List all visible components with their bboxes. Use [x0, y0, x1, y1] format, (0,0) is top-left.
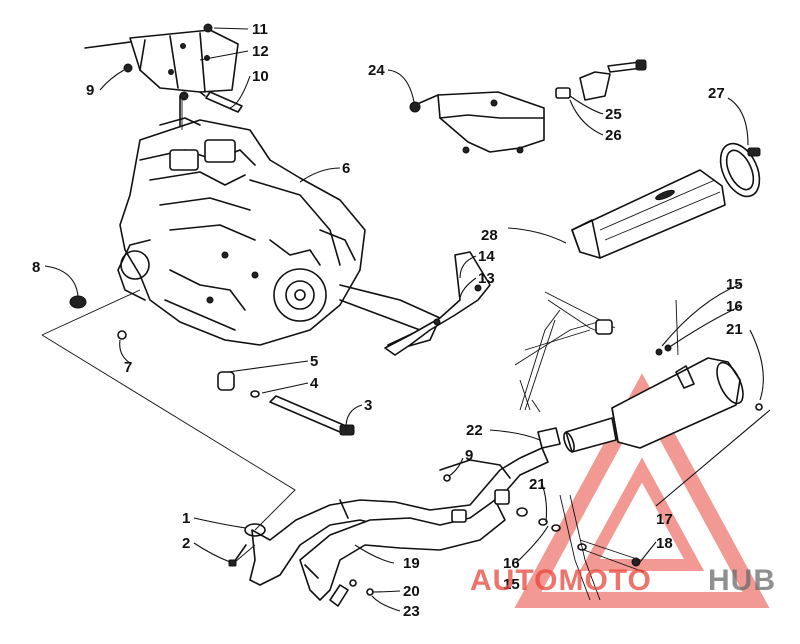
engine-assembly	[117, 117, 441, 351]
callout-22: 22	[466, 422, 483, 439]
callout-6: 6	[342, 160, 350, 177]
callout-17: 17	[656, 511, 673, 528]
callout-18: 18	[656, 535, 673, 552]
frame-outline	[514, 291, 679, 601]
spring-bolt-20-23	[329, 474, 451, 607]
callout-21-lower: 21	[529, 476, 546, 493]
callout-13: 13	[478, 270, 495, 287]
callout-16: 16	[726, 298, 743, 315]
exhaust-header-19	[249, 427, 641, 601]
watermark-wordmark: AUTOMOTO HUB	[470, 564, 776, 597]
callout-5: 5	[310, 353, 318, 370]
muffler-17	[563, 344, 763, 453]
callout-leaders	[44, 27, 771, 612]
watermark-text-primary: AUTOMOTO	[470, 564, 652, 597]
callout-12: 12	[252, 43, 269, 60]
callout-26: 26	[605, 127, 622, 144]
callout-15-lower: 15	[503, 576, 520, 593]
grommet-8	[69, 295, 87, 309]
callout-9: 9	[86, 82, 94, 99]
callout-10: 10	[252, 68, 269, 85]
watermark-logo	[514, 373, 770, 608]
callout-14: 14	[478, 248, 495, 265]
upper-engine-mount-bracket	[84, 23, 243, 131]
callout-4: 4	[310, 375, 319, 392]
clamp-27	[719, 142, 761, 198]
callout-19: 19	[403, 555, 420, 572]
callout-21: 21	[726, 321, 743, 338]
callout-9-lower: 9	[465, 447, 473, 464]
assembly-lines	[41, 100, 296, 563]
callout-27: 27	[708, 85, 725, 102]
gasket-bolt-1-2	[228, 523, 266, 567]
nut-7	[117, 330, 127, 340]
callout-labels: 11 12 9 10 24 25 26 27 6 28 8 14 13 15 1…	[32, 21, 743, 620]
callout-28: 28	[481, 227, 498, 244]
callout-11: 11	[252, 21, 268, 38]
callout-23: 23	[403, 603, 420, 620]
callout-16-lower: 16	[503, 555, 520, 572]
watermark-text-secondary: HUB	[708, 564, 776, 597]
mount-bracket-13-14	[384, 251, 491, 356]
callout-7: 7	[124, 359, 132, 376]
callout-25: 25	[605, 106, 622, 123]
callout-24: 24	[368, 62, 385, 79]
callout-20: 20	[403, 583, 420, 600]
spacer-washer-bolt-3-4-5	[217, 371, 355, 436]
muffler-mount-bracket	[409, 59, 647, 154]
heat-shield-28	[571, 169, 726, 259]
callout-15: 15	[726, 276, 743, 293]
callout-3: 3	[364, 397, 372, 414]
callout-8: 8	[32, 259, 40, 276]
callout-1: 1	[182, 510, 190, 527]
callout-2: 2	[182, 535, 190, 552]
